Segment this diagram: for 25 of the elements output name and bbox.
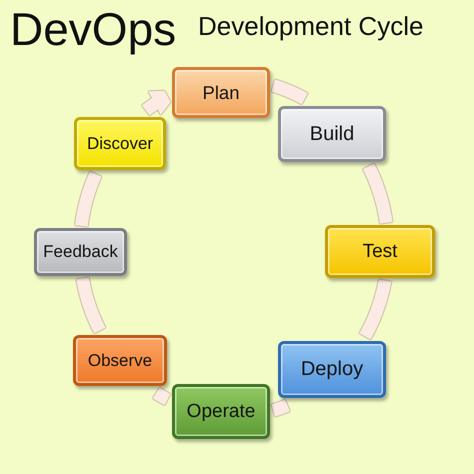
- stage-label: Operate: [186, 400, 256, 422]
- stage-label: Deploy: [300, 358, 364, 381]
- stage-box: [172, 67, 270, 118]
- ring-connector: [362, 164, 393, 224]
- title: DevOps: [10, 4, 176, 55]
- ring-connector: [74, 171, 102, 228]
- ring-connector: [271, 399, 290, 417]
- stage-label: Feedback: [43, 242, 118, 262]
- stage-box: [278, 341, 386, 398]
- stage-label: Discover: [86, 134, 154, 154]
- ring-connector: [152, 387, 171, 406]
- stage-box: [172, 384, 270, 439]
- stage-box: [73, 335, 167, 386]
- stage-box: [74, 117, 166, 170]
- stage-label: Plan: [202, 82, 240, 104]
- stage-label: Observe: [88, 350, 152, 370]
- ring-connector: [76, 276, 106, 334]
- stage-label: Test: [362, 240, 398, 262]
- stage-box: [278, 106, 386, 162]
- ring-connector: [359, 278, 392, 340]
- stage-box: [325, 225, 435, 278]
- subtitle: Development Cycle: [198, 12, 424, 41]
- stage-box: [34, 228, 127, 276]
- ring-connector: [271, 79, 308, 105]
- stage-label: Build: [310, 122, 354, 146]
